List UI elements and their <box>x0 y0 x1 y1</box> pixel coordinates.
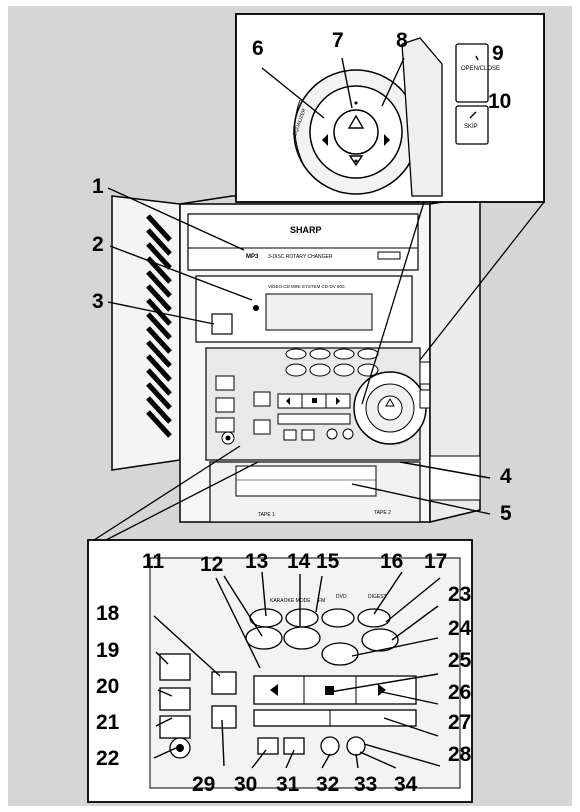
callout-14: 14 <box>287 550 311 573</box>
callout-23: 23 <box>448 583 472 606</box>
callout-16: 16 <box>380 550 404 573</box>
callout-25: 25 <box>448 649 472 672</box>
callout-11: 11 <box>142 550 165 573</box>
mp3-logo: MP3 <box>246 254 259 260</box>
callout-33: 33 <box>354 773 378 796</box>
brand-logo: SHARP <box>290 225 322 235</box>
callout-20: 20 <box>96 675 120 698</box>
inset-panel-box: KARAOKE MODE FM DVD DIGEST <box>87 539 473 803</box>
callout-19: 19 <box>96 639 120 662</box>
top-buttons <box>285 348 379 377</box>
callout-8: 8 <box>396 29 408 52</box>
inset-panel-face <box>149 557 461 789</box>
callout-22: 22 <box>96 747 120 770</box>
callout-15: 15 <box>316 550 340 573</box>
power-switch <box>211 313 233 335</box>
inset-dial-box: OPEN/CLOSE SKIP EQUALIZER <box>235 13 545 203</box>
callout-17: 17 <box>424 550 448 573</box>
callout-32: 32 <box>316 773 340 796</box>
karaoke-text: KARAOKE MODE <box>270 598 311 604</box>
callout-7: 7 <box>332 29 344 52</box>
callout-12: 12 <box>200 553 224 576</box>
callout-5: 5 <box>500 502 512 525</box>
callout-3: 3 <box>92 290 104 313</box>
unit-vent-slots <box>146 214 172 438</box>
callout-24: 24 <box>448 617 472 640</box>
callout-18: 18 <box>96 602 120 625</box>
up-arrow <box>347 114 365 129</box>
callout-21: 21 <box>96 711 120 734</box>
callout-4: 4 <box>500 465 512 488</box>
changer-text: 3-DISC ROTARY CHANGER <box>268 254 333 260</box>
dvd-text: DVD <box>336 594 347 600</box>
callout-34: 34 <box>394 773 418 796</box>
inset-open-close-button <box>455 43 489 103</box>
callout-27: 27 <box>448 711 472 734</box>
timer-indicator <box>253 305 259 311</box>
callout-30: 30 <box>234 773 258 796</box>
callout-9: 9 <box>492 42 504 65</box>
callout-2: 2 <box>92 233 104 256</box>
model-text: VIDEO CD MINI SYSTEM CD-DV 900 <box>268 284 345 289</box>
tape2-text: TAPE 2 <box>374 510 391 516</box>
callout-28: 28 <box>448 743 472 766</box>
display-window <box>265 293 373 331</box>
center-button <box>333 109 379 155</box>
callout-26: 26 <box>448 681 472 704</box>
tape-door <box>235 465 377 497</box>
inset-skip-button <box>455 105 489 145</box>
open-close-text: OPEN/CLOSE <box>461 66 500 72</box>
callout-13: 13 <box>245 550 269 573</box>
fm-text: FM <box>318 598 325 604</box>
callout-1: 1 <box>92 175 104 198</box>
callout-31: 31 <box>276 773 300 796</box>
inset-transport <box>253 675 417 705</box>
leader-lines <box>107 55 491 769</box>
callout-6: 6 <box>252 37 264 60</box>
cd-changer <box>187 213 419 271</box>
callout-10: 10 <box>488 90 512 113</box>
dsp-text: DIGEST <box>368 594 387 600</box>
skip-text: SKIP <box>464 124 478 130</box>
inset-side-panel <box>401 37 443 197</box>
left-buttons <box>215 375 271 435</box>
tape1-text: TAPE 1 <box>258 512 275 518</box>
callout-29: 29 <box>192 773 216 796</box>
